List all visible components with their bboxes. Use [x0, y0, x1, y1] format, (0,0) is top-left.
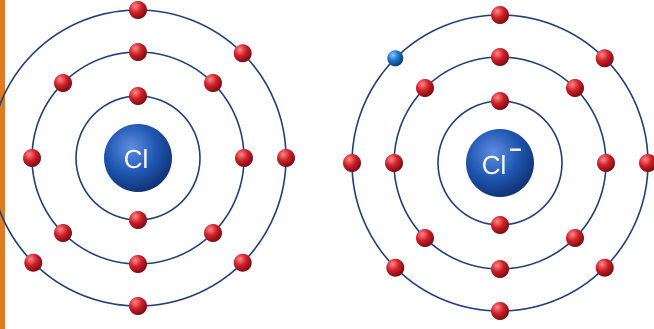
electron-shell-1 — [491, 92, 509, 110]
electron-shell-2 — [566, 229, 584, 247]
electron-shell-3 — [491, 6, 509, 24]
electron-shell-3 — [277, 149, 295, 167]
electron-shell-3 — [343, 154, 361, 172]
electron-shell-2 — [416, 229, 434, 247]
electron-shell-3 — [596, 49, 614, 67]
electron-shell-2 — [129, 255, 147, 273]
electron-shell-3 — [234, 44, 252, 62]
electron-shell-1 — [129, 87, 147, 105]
electron-shell-1 — [129, 211, 147, 229]
gained-electron — [387, 50, 403, 66]
electron-shell-2 — [23, 149, 41, 167]
electron-shell-2 — [491, 260, 509, 278]
electron-shell-2 — [204, 224, 222, 242]
electron-shell-3 — [129, 1, 147, 19]
electron-shell-1 — [491, 216, 509, 234]
electron-shell-3 — [24, 254, 42, 272]
atom-chlorine: Cl — [0, 1, 295, 315]
electron-shell-2 — [385, 154, 403, 172]
nucleus-label-chloride: Cl — [482, 150, 507, 180]
electron-shell-2 — [491, 48, 509, 66]
electron-shell-2 — [204, 74, 222, 92]
nucleus-label-chlorine: Cl — [124, 144, 149, 174]
electron-shell-2 — [129, 43, 147, 61]
electron-shell-3 — [129, 297, 147, 315]
electron-shell-2 — [235, 149, 253, 167]
electron-shell-2 — [54, 74, 72, 92]
electron-shell-3 — [491, 302, 509, 320]
atom-chloride-ion: Cl − — [343, 6, 654, 320]
electron-shell-2 — [416, 79, 434, 97]
electron-shell-3 — [639, 154, 654, 172]
ion-charge-label: − — [509, 137, 522, 162]
electron-shell-2 — [597, 154, 615, 172]
electron-shell-3 — [234, 254, 252, 272]
electron-shell-2 — [54, 224, 72, 242]
electron-shell-3 — [596, 259, 614, 277]
electron-shell-2 — [566, 79, 584, 97]
electron-shell-3 — [386, 259, 404, 277]
